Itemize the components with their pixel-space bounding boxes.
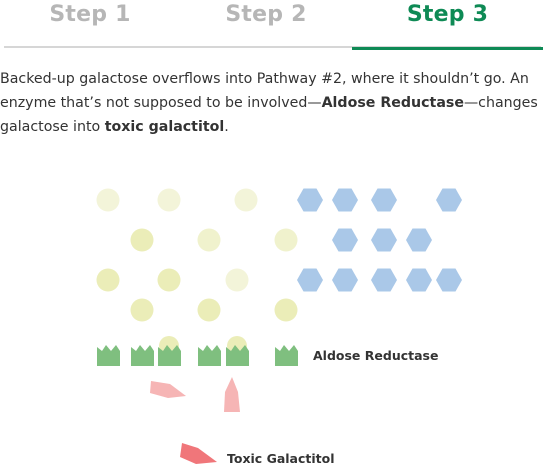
tab-divider [4,46,541,48]
active-tab-indicator [352,47,543,50]
step-description: Backed-up galactose overflows into Pathw… [0,67,543,139]
toxic-galactitol-label: Toxic Galactitol [227,451,335,466]
tab-step-3[interactable]: Step 3 [406,2,489,27]
description-text-3: . [224,119,229,135]
description-toxic: toxic galactitol [104,119,225,135]
enzyme-molecules [97,345,298,366]
description-enzyme: Aldose Reductase [321,95,464,111]
galactose-molecules [96,188,298,356]
description-text-1: Backed-up galactose overflows into Pathw… [0,71,529,111]
hexagon-molecules [297,188,462,292]
enzyme-label: Aldose Reductase [313,348,439,363]
tab-step-1[interactable]: Step 1 [49,2,131,27]
tab-step-2[interactable]: Step 2 [225,2,307,27]
pathway-diagram [96,188,462,464]
galactitol-molecules [150,377,240,464]
step-tabs: Step 1 Step 2 Step 3 [0,0,543,52]
description-text-2: —changes galactose into [0,95,538,135]
